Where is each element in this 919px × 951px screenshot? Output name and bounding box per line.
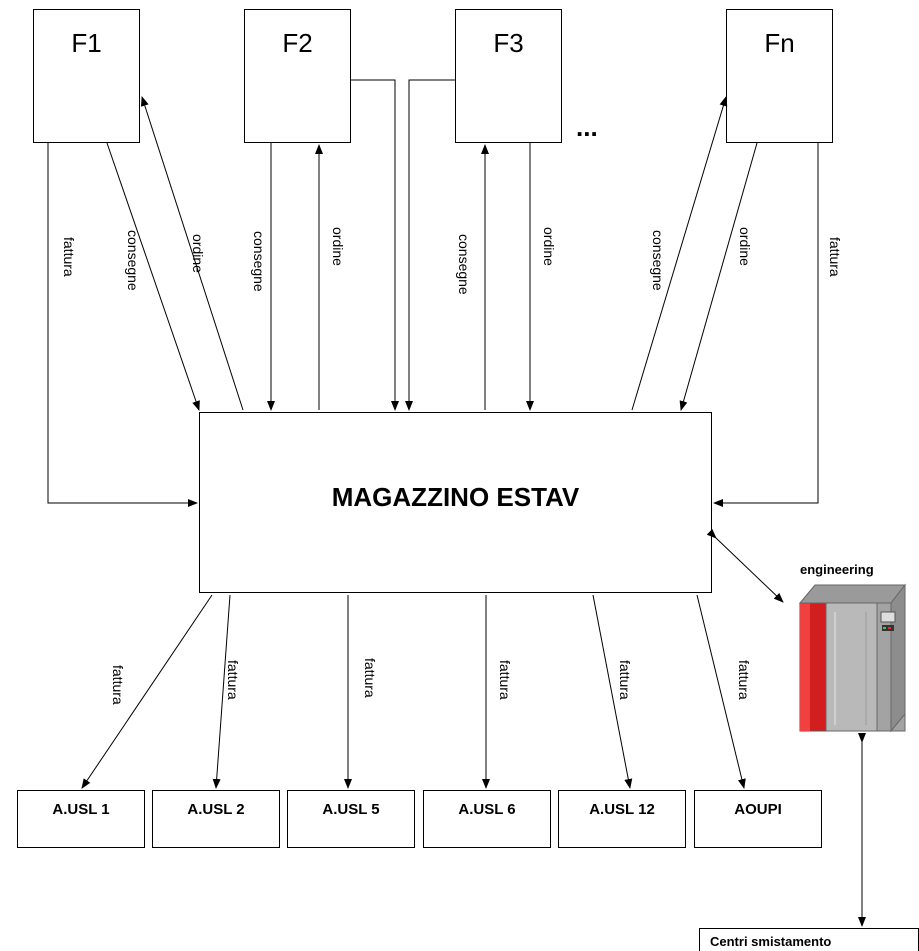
destination-ausl-1: A.USL 1 [17,790,145,848]
arrow-warehouse-server [706,528,784,603]
arrow-to-aoupi [696,594,746,789]
label-fn-fattura: fattura [827,237,843,277]
supplier-f1-label: F1 [71,28,102,58]
label-ausl-12-fattura: fattura [617,660,633,700]
supplier-fn-box: Fn [726,9,833,143]
supplier-f3-label: F3 [493,28,524,58]
arrow-f1-fattura [47,143,198,507]
server-label: engineering [800,562,874,577]
label-aoupi-fattura: fattura [736,660,752,700]
supplier-f2-label: F2 [282,28,313,58]
label-fn-ordine: ordine [737,227,753,266]
more-suppliers-ellipsis: ... [576,112,598,142]
arrow-fn-consegne [631,96,728,411]
supplier-f3-box: F3 [455,9,562,143]
label-ausl-1-fattura: fattura [110,665,126,705]
arrow-f1-ordine [140,96,244,411]
label-fn-consegne: consegne [650,230,666,291]
arrow-to-ausl-1 [81,594,213,789]
destination-aoupi: AOUPI [694,790,822,848]
destination-ausl-5: A.USL 5 [287,790,415,848]
server-icon [798,583,907,733]
warehouse-title: MAGAZZINO ESTAV [331,482,580,512]
warehouse-box: MAGAZZINO ESTAV [199,412,712,593]
arrow-f3-invoice-to-warehouse [405,79,455,411]
supplier-fn-label: Fn [764,28,795,58]
destination-ausl-12: A.USL 12 [558,790,686,848]
label-f2-consegne: consegne [251,231,267,292]
arrow-fn-ordine [679,142,758,411]
supplier-f1-box: F1 [33,9,140,143]
destination-ausl-2: A.USL 2 [152,790,280,848]
label-f1-fattura: fattura [61,237,77,277]
label-f1-ordine: ordine [190,234,206,273]
label-f3-consegne: consegne [456,234,472,295]
supplier-f2-box: F2 [244,9,351,143]
arrow-to-ausl-12 [592,594,633,789]
label-f1-consegne: consegne [125,230,141,291]
label-f3-ordine: ordine [541,227,557,266]
label-ausl-2-fattura: fattura [225,660,241,700]
arrow-to-ausl-2 [212,594,231,789]
arrow-f2-invoice-to-warehouse [351,79,399,411]
label-f2-ordine: ordine [330,227,346,266]
label-ausl-5-fattura: fattura [362,658,378,698]
label-ausl-6-fattura: fattura [497,660,513,700]
destination-ausl-6: A.USL 6 [423,790,551,848]
sorting-center-box: Centri smistamento [699,928,919,951]
arrow-fn-fattura [713,143,819,507]
arrow-f1-consegne [106,142,200,411]
